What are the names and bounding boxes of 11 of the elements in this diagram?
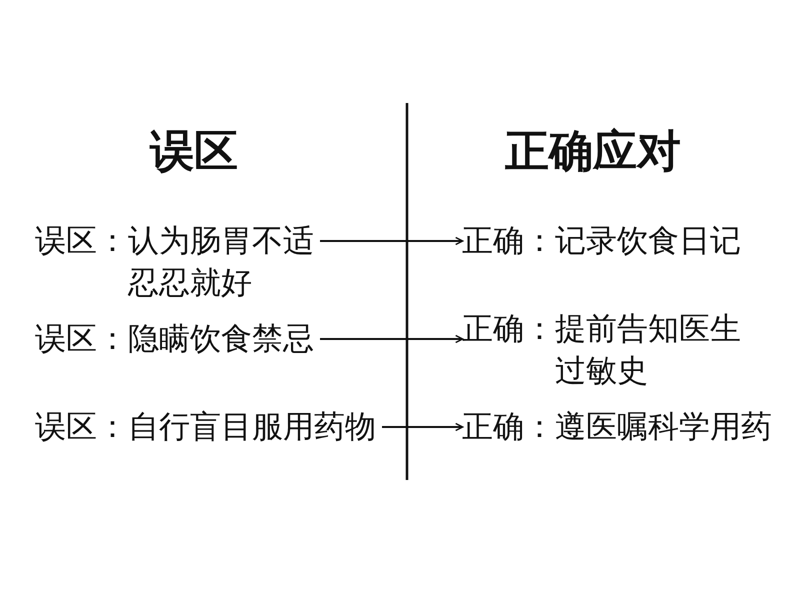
arrow bbox=[320, 236, 464, 246]
column-heading: 正确应对 bbox=[505, 125, 681, 179]
list-item-text: 正确：提前告知医生过敏史 bbox=[462, 308, 745, 392]
list-item-text: 误区：自行盲目服用药物 bbox=[35, 406, 382, 448]
list-item-text: 误区：隐瞒饮食禁忌 bbox=[35, 318, 382, 360]
column-heading: 误区 bbox=[150, 125, 238, 179]
list-item-text: 正确：记录饮食日记 bbox=[462, 220, 777, 262]
list-item-text: 误区：认为肠胃不适忍忍就好 bbox=[35, 220, 318, 304]
list-item-text: 正确：遵医嘱科学用药 bbox=[462, 406, 777, 448]
arrow bbox=[320, 334, 464, 344]
arrow bbox=[382, 422, 464, 432]
